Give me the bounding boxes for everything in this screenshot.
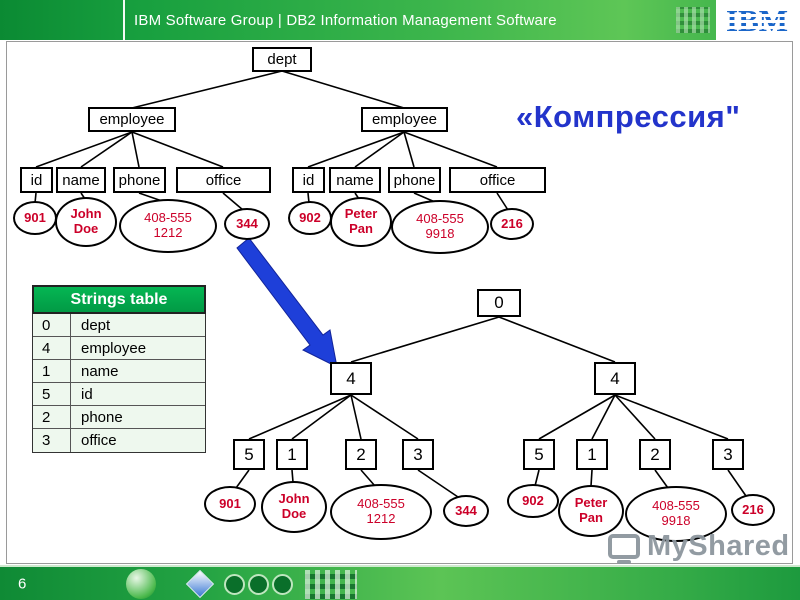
footer-dot-decoration (248, 574, 269, 595)
string-value: phone (81, 408, 123, 426)
strings-table-row: 4 employee (33, 337, 205, 360)
tree2-b0-tag-3: 3 (402, 439, 434, 470)
tree2-b1-tag-0: 5 (523, 439, 555, 470)
tree2-b1-tag-2: 2 (639, 439, 671, 470)
myshared-watermark: MyShared (608, 530, 790, 564)
tree1-b1-tag-name: name (329, 167, 381, 193)
tree1-root-node: dept (252, 47, 312, 72)
strings-table-body: 0 dept 4 employee 1 name 5 id 2 phone 3 … (32, 314, 206, 453)
tree1-b0-tag-id: id (20, 167, 53, 193)
string-code: 5 (33, 383, 71, 405)
tree1-b0-tag-phone: phone (113, 167, 166, 193)
topbar-title: IBM Software Group | DB2 Information Man… (134, 11, 557, 29)
slide-title: «Компрессия" (516, 99, 741, 134)
tree2-b0-tag-0: 5 (233, 439, 265, 470)
string-code: 1 (33, 360, 71, 382)
tree1-b0-tag-name: name (56, 167, 106, 193)
tree1-b1-value-name: Peter Pan (330, 197, 392, 247)
strings-table-row: 1 name (33, 360, 205, 383)
tree2-b0-tag-1: 1 (276, 439, 308, 470)
topbar-pattern-decoration (676, 7, 710, 33)
tree2-b1-value-0: 902 (507, 484, 559, 518)
string-code: 3 (33, 429, 71, 452)
strings-table-row: 3 office (33, 429, 205, 452)
tree1-b0-value-office: 344 (224, 208, 270, 240)
footer-dot-decoration (272, 574, 293, 595)
strings-table-row: 2 phone (33, 406, 205, 429)
string-value: name (81, 362, 119, 380)
tree2-b0-value-2: 408-555 1212 (330, 484, 432, 540)
tree2-b1-tag-1: 1 (576, 439, 608, 470)
tree1-b0-value-id: 901 (13, 201, 57, 235)
tree1-b1-tag-office: office (449, 167, 546, 193)
tree1-b0-tag-office: office (176, 167, 271, 193)
tree1-b1-value-office: 216 (490, 208, 534, 240)
tree1-b0-value-phone: 408-555 1212 (119, 199, 217, 253)
string-code: 0 (33, 314, 71, 336)
footer-grid-decoration (305, 570, 357, 599)
tree2-branch1-node: 4 (594, 362, 636, 395)
footer-diamond-decoration (185, 569, 215, 599)
compression-arrow-icon (236, 237, 338, 368)
footer-bar: 6 (0, 565, 800, 600)
string-value: employee (81, 339, 147, 357)
tree1-b1-tag-phone: phone (388, 167, 441, 193)
string-value: office (81, 432, 117, 449)
topbar: IBM Software Group | DB2 Information Man… (0, 0, 800, 40)
tree2-b0-value-1: John Doe (261, 481, 327, 533)
myshared-logo-text: MyShared (647, 530, 790, 562)
tree2-root-node: 0 (477, 289, 521, 317)
tree1-b1-value-id: 902 (288, 201, 332, 235)
ibm-logo: IBM (720, 5, 794, 36)
topbar-divider (123, 0, 125, 40)
string-code: 2 (33, 406, 71, 428)
string-value: dept (81, 316, 111, 334)
string-code: 4 (33, 337, 71, 359)
slide-page-number: 6 (18, 575, 27, 592)
tree2-branch0-node: 4 (330, 362, 372, 395)
strings-table: Strings table 0 dept 4 employee 1 name 5… (32, 285, 206, 453)
strings-table-row: 0 dept (33, 314, 205, 337)
tree2-b1-value-3: 216 (731, 494, 775, 526)
ibm-logo-block: IBM (716, 0, 800, 40)
myshared-logo-icon (608, 534, 640, 564)
ibm-logo-stripes (720, 5, 794, 35)
strings-table-title: Strings table (32, 285, 206, 314)
tree1-b1-tag-id: id (292, 167, 325, 193)
tree1-employee1-node: employee (88, 107, 176, 132)
tree2-b0-value-0: 901 (204, 486, 256, 522)
footer-circle-decoration (126, 569, 156, 599)
strings-table-row: 5 id (33, 383, 205, 406)
footer-dot-decoration (224, 574, 245, 595)
tree1-employee2-node: employee (361, 107, 448, 132)
tree1-b0-value-name: John Doe (55, 197, 117, 247)
string-value: id (81, 385, 93, 403)
tree2-b1-tag-3: 3 (712, 439, 744, 470)
tree2-b0-value-3: 344 (443, 495, 489, 527)
tree1-b1-value-phone: 408-555 9918 (391, 200, 489, 254)
tree2-b0-tag-2: 2 (345, 439, 377, 470)
